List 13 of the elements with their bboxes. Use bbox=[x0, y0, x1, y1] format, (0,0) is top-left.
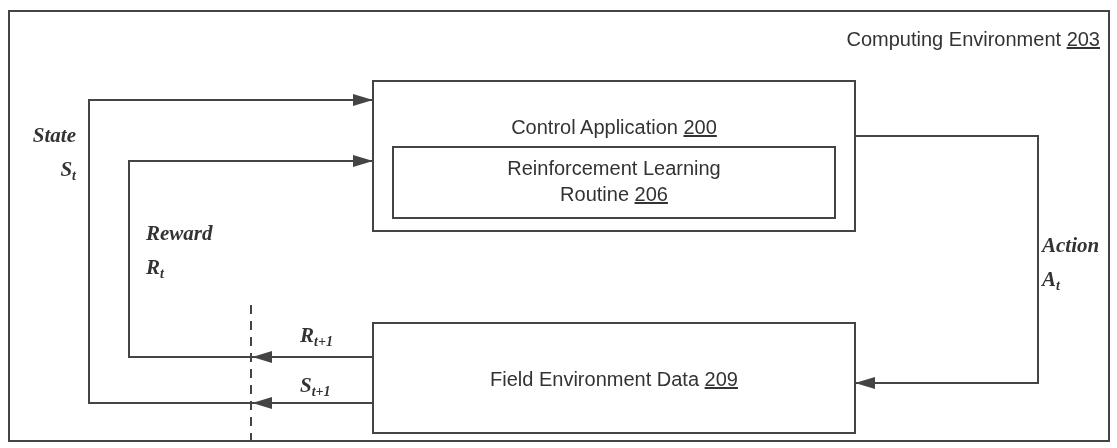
environment-frame bbox=[8, 10, 1110, 442]
edge-label: S$_{t+1}$ bbox=[300, 372, 332, 401]
edge-label: Action A$_{t}$ bbox=[1042, 232, 1101, 295]
box-label: Computing Environment 203 bbox=[845, 27, 1100, 52]
signal-label: Reward R$_{t}$ bbox=[146, 220, 214, 283]
edge-label: R$_{t+1}$ bbox=[300, 322, 334, 351]
process-box bbox=[392, 146, 836, 219]
box-label: Reinforcement Learning Routine 206 bbox=[506, 156, 722, 207]
box-label: Field Environment Data 209 bbox=[489, 367, 739, 392]
process-box bbox=[372, 80, 856, 232]
signal-label: State S$_{t}$ bbox=[31, 122, 76, 185]
process-box bbox=[372, 322, 856, 434]
box-label: Control Application 200 bbox=[510, 115, 718, 140]
